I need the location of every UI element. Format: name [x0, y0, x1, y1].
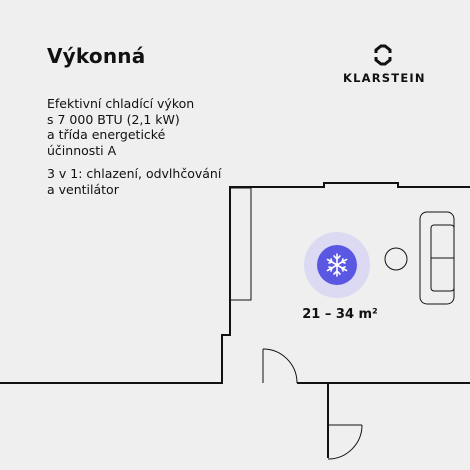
room-walls — [0, 182, 470, 458]
brand-name: KLARSTEIN — [343, 71, 426, 85]
brand-logo: KLARSTEIN — [343, 44, 426, 85]
description-line: s 7 000 BTU (2,1 kW) — [47, 111, 180, 127]
description-line: Efektivní chladící výkon — [47, 96, 195, 111]
klarstein-logo-icon — [374, 44, 392, 66]
feature-description: 3 v 1: chlazení, odvlhčování a ventiláto… — [47, 166, 277, 197]
snowflake-icon — [326, 253, 348, 277]
door-swing — [262, 348, 363, 460]
room-area-label: 21 – 34 m² — [302, 307, 378, 322]
efficiency-description: Efektivní chladící výkon s 7 000 BTU (2,… — [47, 96, 277, 158]
description-line: 3 v 1: chlazení, odvlhčování — [47, 166, 222, 181]
description-line: účinnosti A — [47, 142, 117, 158]
page-title: Výkonná — [47, 44, 146, 68]
wall-cabinet — [229, 187, 252, 301]
sofa — [419, 211, 455, 305]
description-line: a ventilátor — [47, 181, 119, 197]
side-table — [384, 247, 408, 271]
description-line: a třída energetické — [47, 127, 166, 142]
